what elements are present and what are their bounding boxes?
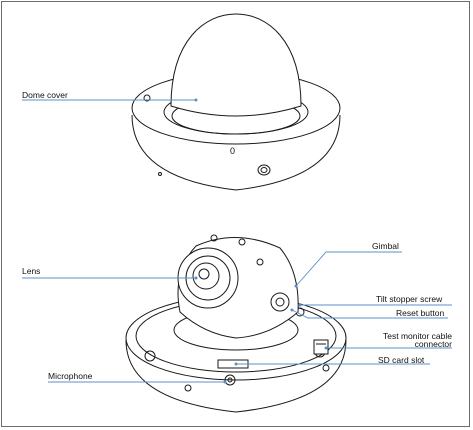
label-reset-button: Reset button: [396, 308, 445, 318]
label-tilt-stopper-screw: Tilt stopper screw: [376, 294, 443, 304]
label-gimbal: Gimbal: [372, 241, 399, 251]
leader-lines: [22, 99, 452, 383]
label-test-monitor-line1: Test monitor cable: [383, 331, 452, 341]
dome-cover-drawing: [131, 13, 341, 191]
camera-module-drawing: [125, 234, 347, 413]
label-microphone: Microphone: [48, 371, 93, 381]
label-test-monitor-line2: connector: [414, 339, 452, 349]
leader-dots: [194, 98, 328, 384]
label-lens: Lens: [22, 266, 41, 276]
dome-marking: 0: [230, 146, 235, 156]
label-dome-cover: Dome cover: [22, 90, 68, 100]
label-sd-card-slot: SD card slot: [378, 355, 425, 365]
